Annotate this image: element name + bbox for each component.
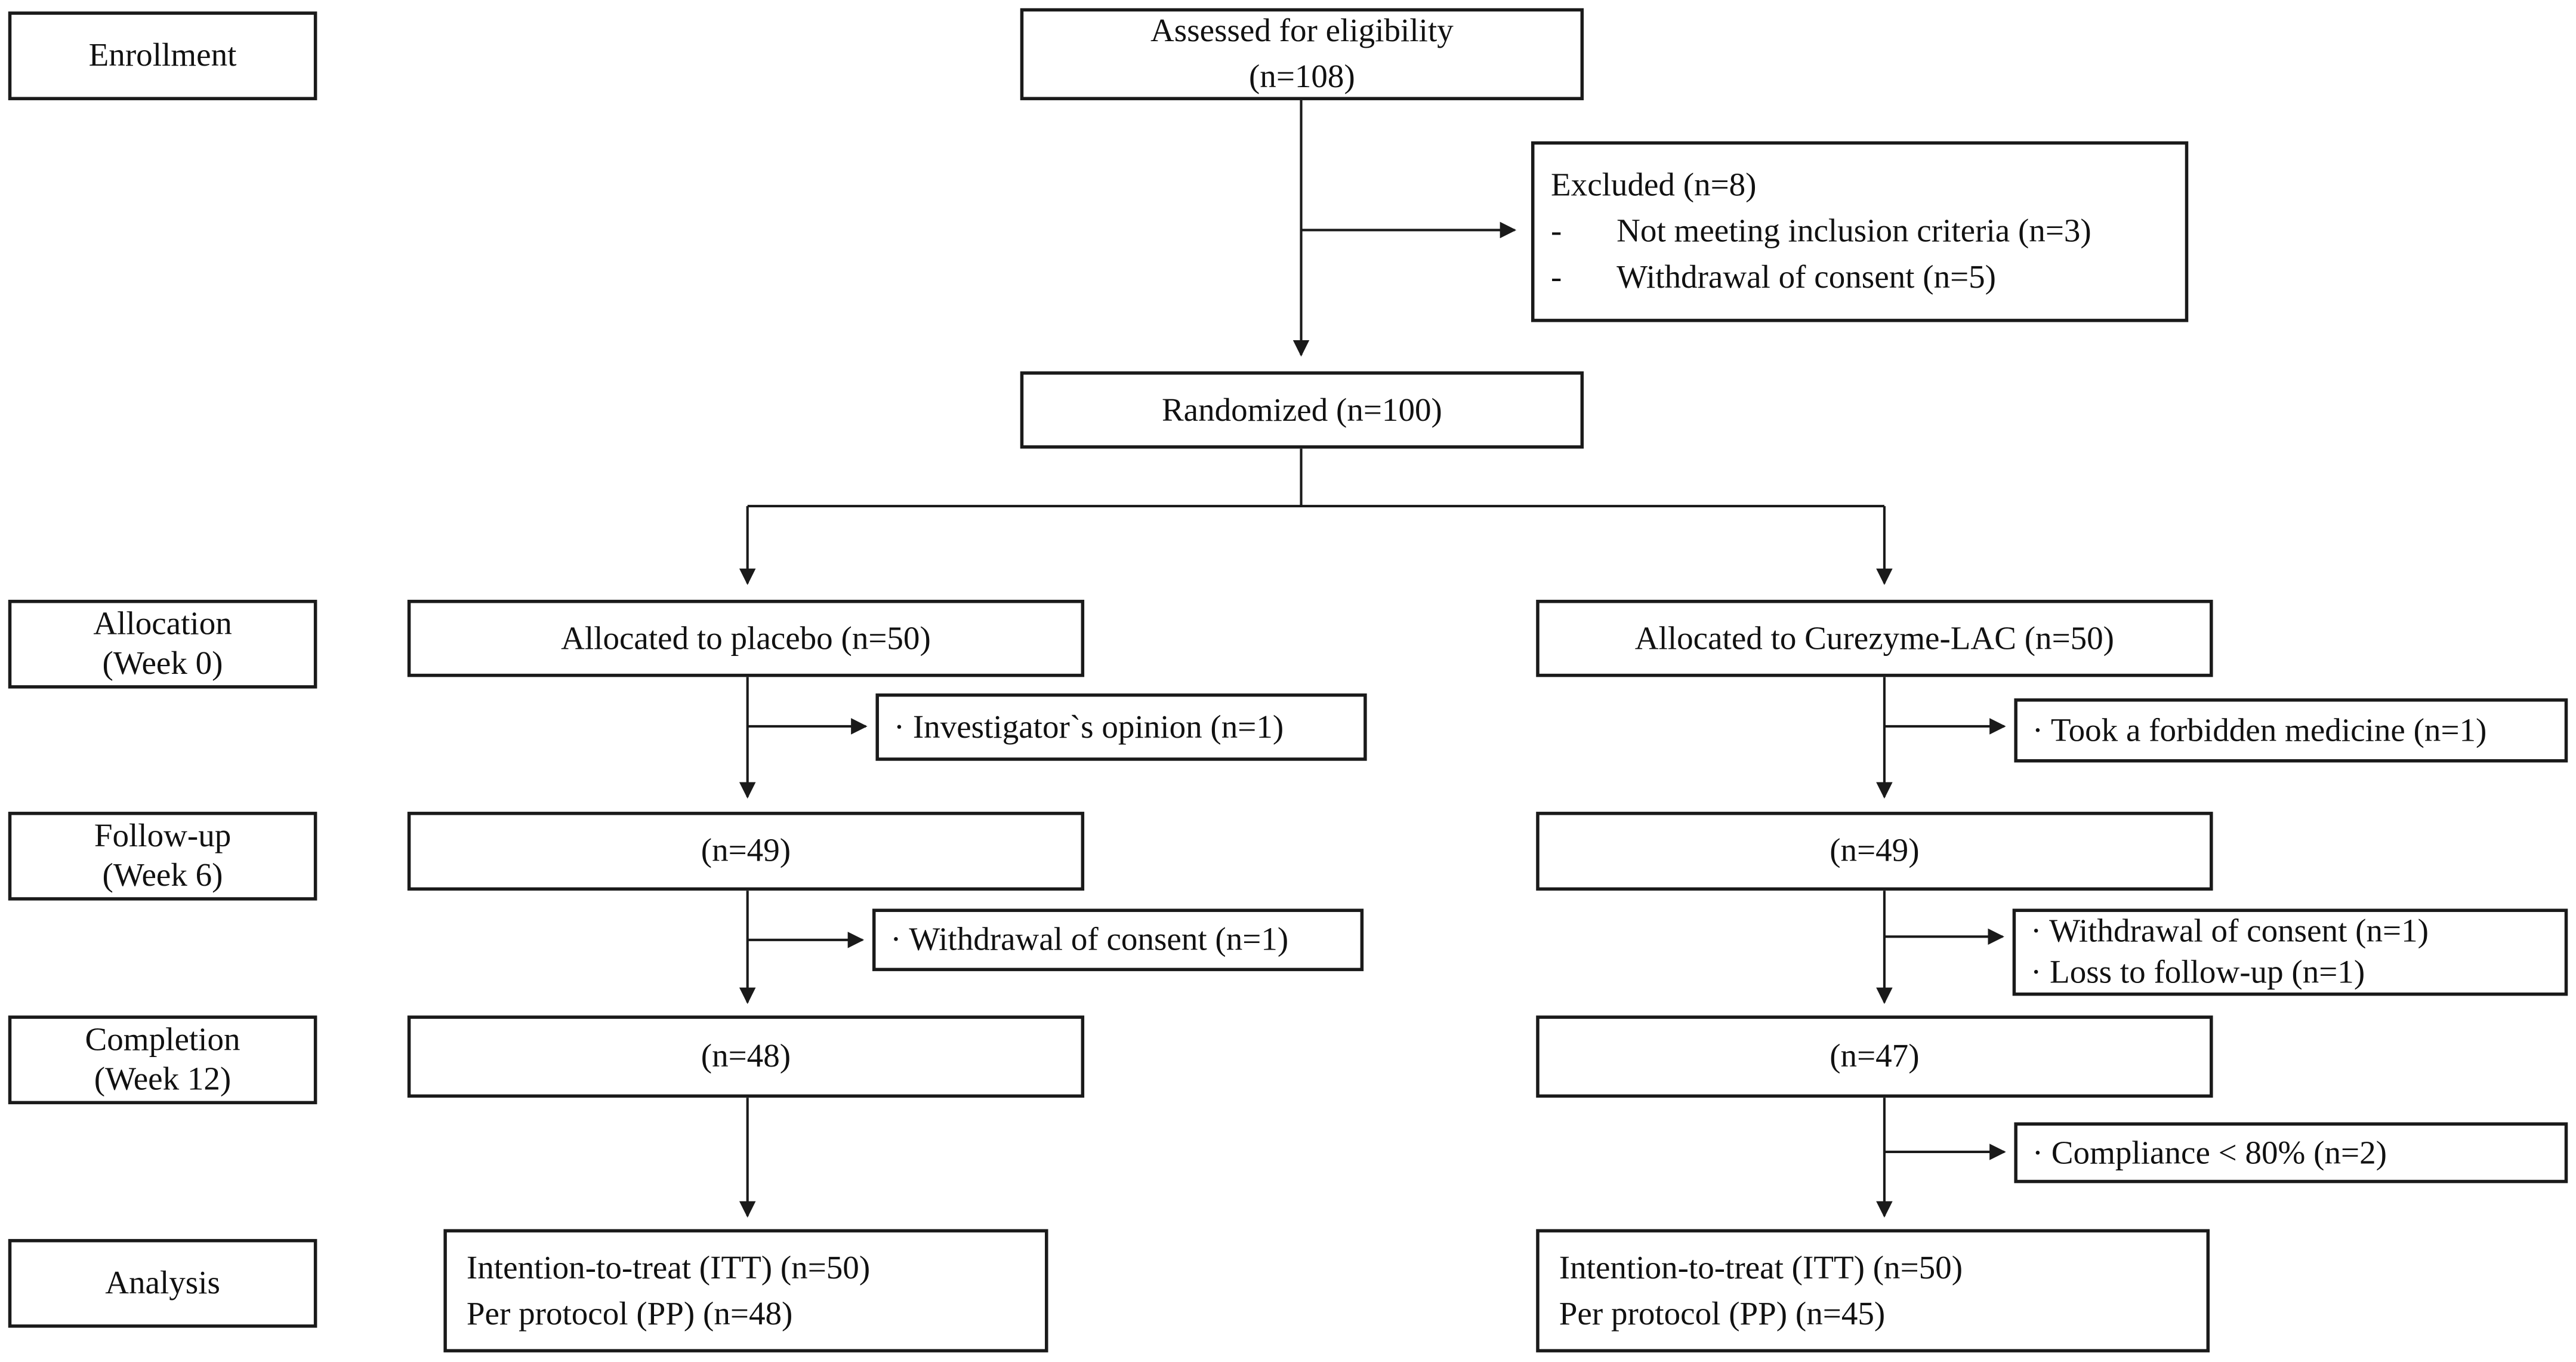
curezyme-dropout-week0-text: · Took a forbidden medicine (n=1) — [2032, 712, 2487, 749]
stage-follow-up-week: (Week 6) — [102, 858, 223, 894]
stage-follow-up: Follow-up (Week 6) — [8, 812, 317, 901]
randomized-label: Randomized (n=100) — [1161, 392, 1442, 429]
curezyme-allocated-box: Allocated to Curezyme-LAC (n=50) — [1536, 599, 2213, 677]
curezyme-dropout-week6-line: · Withdrawal of consent (n=1) — [2030, 913, 2429, 949]
placebo-follow-up-box: (n=49) — [407, 812, 1085, 891]
excluded-item-bullet: - — [1551, 260, 1562, 296]
curezyme-pp-line: Per protocol (PP) (n=45) — [1559, 1295, 1886, 1332]
curezyme-completion-box: (n=47) — [1536, 1015, 2213, 1098]
curezyme-follow-up-box: (n=49) — [1536, 812, 2213, 891]
curezyme-follow-up-count: (n=49) — [1830, 833, 1920, 870]
stage-analysis-label: Analysis — [105, 1265, 220, 1302]
excluded-item-text: Withdrawal of consent (n=5) — [1616, 260, 1997, 296]
stage-allocation-week: (Week 0) — [102, 646, 223, 682]
randomized-box: Randomized (n=100) — [1020, 371, 1584, 449]
curezyme-dropout-week6-line: · Loss to follow-up (n=1) — [2030, 954, 2365, 990]
stage-analysis: Analysis — [8, 1238, 317, 1328]
placebo-dropout-week0-text: · Investigator`s opinion (n=1) — [893, 709, 1284, 745]
excluded-item-bullet: - — [1551, 213, 1562, 250]
excluded-item: - Not meeting inclusion criteria (n=3) — [1551, 209, 2185, 255]
assessed-title: Assessed for eligibility — [1150, 13, 1454, 50]
stage-enrollment: Enrollment — [8, 11, 317, 100]
stage-allocation-label: Allocation — [93, 606, 232, 643]
stage-allocation: Allocation (Week 0) — [8, 599, 317, 689]
placebo-follow-up-count: (n=49) — [701, 833, 791, 870]
placebo-itt-line: Intention-to-treat (ITT) (n=50) — [466, 1249, 871, 1286]
placebo-allocated-label: Allocated to placebo (n=50) — [561, 620, 931, 657]
placebo-dropout-week6-text: · Withdrawal of consent (n=1) — [890, 922, 1289, 959]
stage-completion: Completion (Week 12) — [8, 1015, 317, 1105]
placebo-dropout-week0-box: · Investigator`s opinion (n=1) — [875, 693, 1367, 761]
placebo-allocated-box: Allocated to placebo (n=50) — [407, 599, 1085, 677]
curezyme-dropout-week0-box: · Took a forbidden medicine (n=1) — [2014, 698, 2568, 763]
curezyme-itt-line: Intention-to-treat (ITT) (n=50) — [1559, 1249, 1963, 1286]
curezyme-dropout-week6-box: · Withdrawal of consent (n=1) · Loss to … — [2012, 908, 2568, 996]
stage-enrollment-label: Enrollment — [88, 38, 237, 74]
placebo-analysis-box: Intention-to-treat (ITT) (n=50) Per prot… — [443, 1229, 1048, 1352]
excluded-title: Excluded (n=8) — [1551, 167, 1757, 204]
placebo-pp-line: Per protocol (PP) (n=48) — [466, 1295, 793, 1332]
curezyme-dropout-week12-text: · Compliance < 80% (n=2) — [2032, 1135, 2387, 1171]
stage-completion-week: (Week 12) — [94, 1061, 232, 1098]
placebo-completion-box: (n=48) — [407, 1015, 1085, 1098]
assessed-count: (n=108) — [1248, 59, 1355, 95]
stage-follow-up-label: Follow-up — [94, 818, 232, 855]
stage-completion-label: Completion — [85, 1022, 240, 1059]
curezyme-allocated-label: Allocated to Curezyme-LAC (n=50) — [1634, 620, 2115, 657]
curezyme-completion-count: (n=47) — [1830, 1039, 1920, 1075]
excluded-box: Excluded (n=8) - Not meeting inclusion c… — [1531, 141, 2189, 322]
excluded-item-text: Not meeting inclusion criteria (n=3) — [1616, 213, 2091, 250]
curezyme-analysis-box: Intention-to-treat (ITT) (n=50) Per prot… — [1536, 1229, 2210, 1352]
placebo-completion-count: (n=48) — [701, 1039, 791, 1075]
excluded-item: - Withdrawal of consent (n=5) — [1551, 255, 2185, 301]
curezyme-dropout-week12-box: · Compliance < 80% (n=2) — [2014, 1122, 2568, 1184]
placebo-dropout-week6-box: · Withdrawal of consent (n=1) — [872, 908, 1364, 972]
assessed-box: Assessed for eligibility (n=108) — [1020, 8, 1584, 100]
